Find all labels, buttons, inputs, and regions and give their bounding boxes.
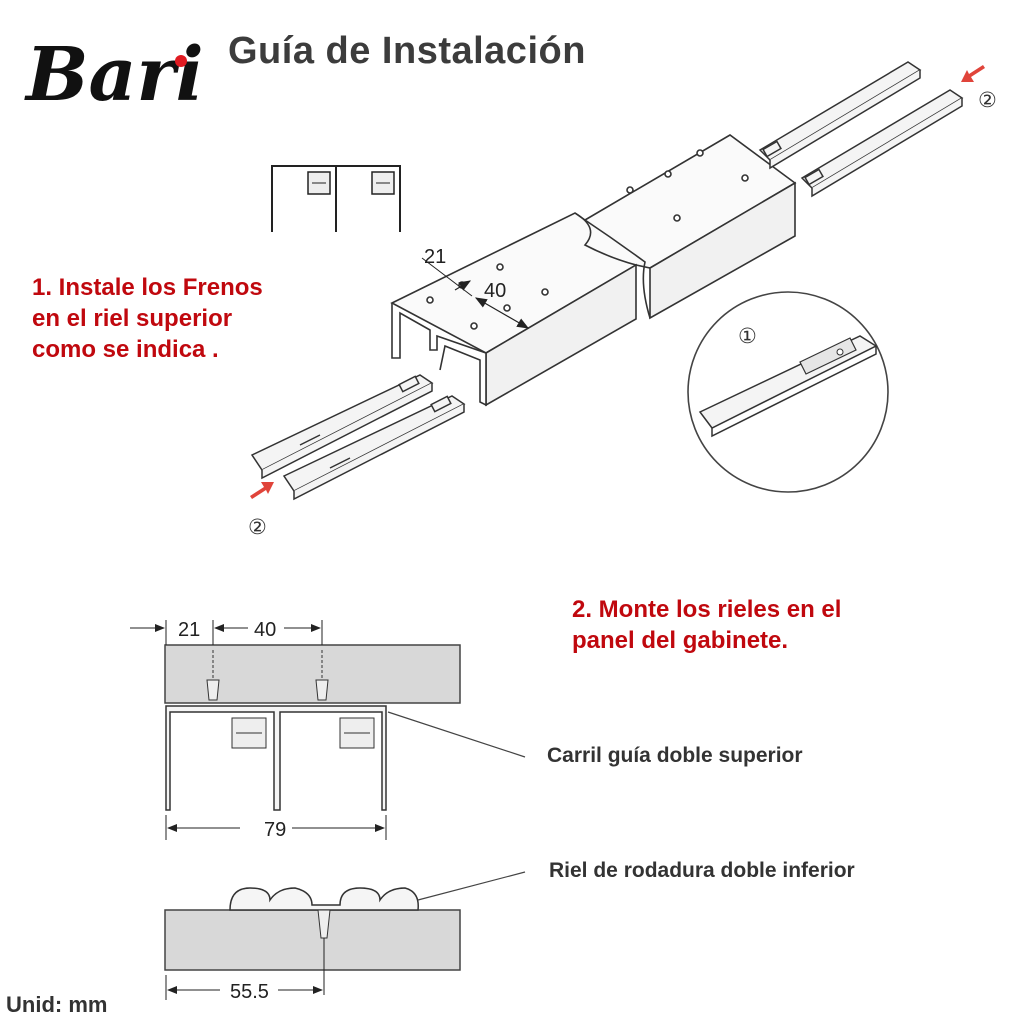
- step-2-line-2: panel del gabinete.: [572, 627, 789, 654]
- lower-rail-label: Riel de rodadura doble inferior: [549, 859, 855, 882]
- step-1-line-1: 1. Instale los Frenos: [32, 274, 263, 301]
- detail-marker-1: ①: [738, 324, 757, 348]
- iso-marker-2-right: ②: [978, 88, 997, 112]
- page-title: Guía de Instalación: [228, 30, 586, 72]
- step-2-instructions: 2. Monte los rieles en el panel del gabi…: [572, 594, 841, 656]
- section-top-dim-79: 79: [264, 819, 286, 841]
- iso-dim-40: 40: [484, 280, 506, 302]
- step-1-line-2: en el riel superior: [32, 305, 233, 332]
- front-elevation-sketch: [271, 165, 401, 232]
- logo-wordmark: Bari: [24, 32, 204, 118]
- brake-parts-right: [758, 61, 964, 198]
- section-top-dim-21: 21: [178, 619, 200, 641]
- detail-circle: [687, 291, 889, 493]
- step-2-line-1: 2. Monte los rieles en el: [572, 596, 842, 623]
- upper-rail-label: Carril guía doble superior: [547, 744, 803, 767]
- section-top: [130, 620, 526, 840]
- section-bottom: [164, 871, 526, 1000]
- section-bottom-dim: 55.5: [230, 981, 269, 1003]
- isometric-rail: [390, 134, 797, 407]
- brake-parts-left: [250, 374, 466, 501]
- section-top-dim-40: 40: [254, 619, 276, 641]
- iso-dim-21: 21: [424, 246, 446, 268]
- step-1-instructions: 1. Instale los Frenos en el riel superio…: [32, 272, 263, 365]
- unit-note: Unid: mm: [6, 992, 108, 1017]
- brand-logo: Bari: [24, 32, 204, 118]
- iso-marker-2-left: ②: [248, 515, 267, 539]
- step-1-line-3: como se indica .: [32, 336, 219, 363]
- logo-red-dot: [175, 55, 187, 67]
